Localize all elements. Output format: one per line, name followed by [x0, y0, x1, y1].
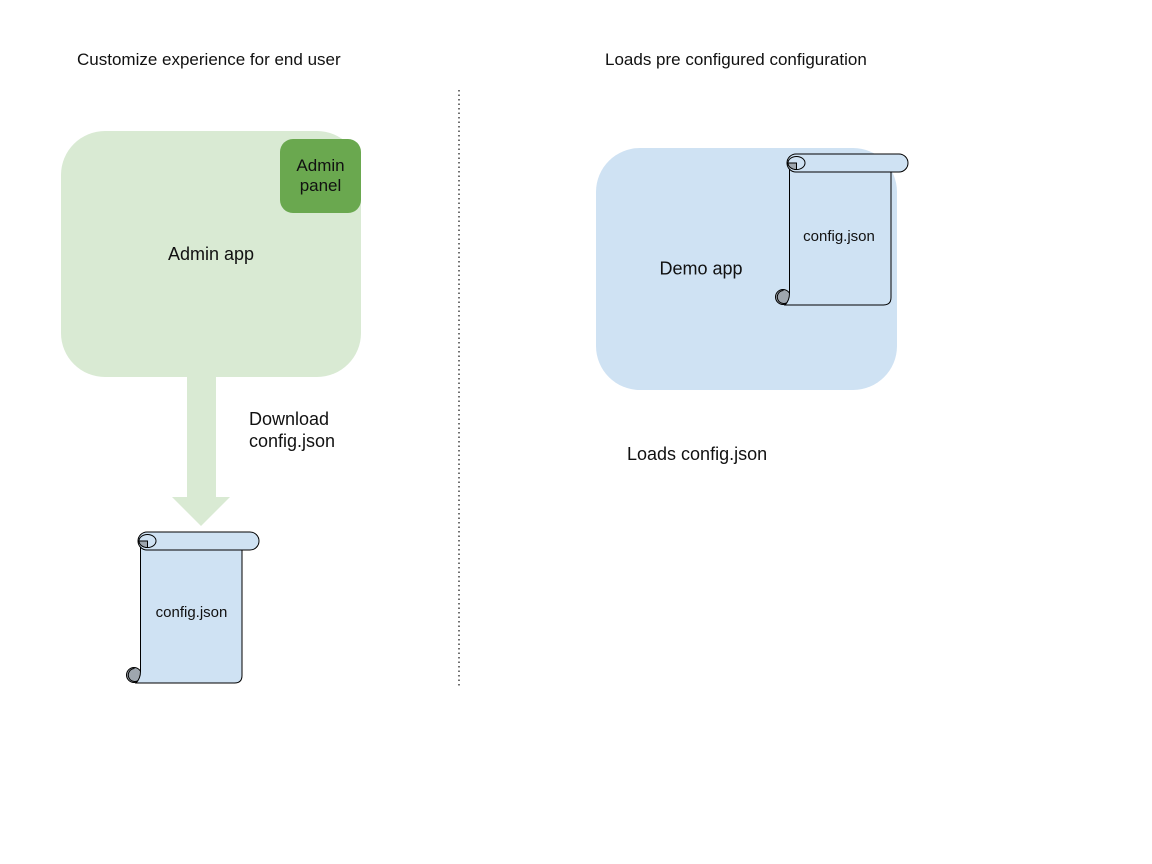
demo-app-label: Demo app	[659, 258, 743, 279]
admin-panel-label: Admin panel	[296, 156, 345, 195]
down-arrow-icon	[187, 377, 216, 498]
right-config-file-label: config.json	[803, 228, 875, 245]
section-divider	[458, 90, 460, 687]
admin-panel-box: Admin panel	[280, 139, 361, 213]
loads-config-caption: Loads config.json	[627, 444, 768, 464]
left-config-file-label: config.json	[155, 604, 228, 621]
down-arrow-head-icon	[172, 497, 230, 526]
right-section-title: Loads pre configured configuration	[605, 50, 867, 69]
admin-app-label: Admin app	[167, 243, 255, 264]
download-config-caption: Download config.json	[249, 409, 336, 451]
left-section-title: Customize experience for end user	[77, 50, 341, 69]
